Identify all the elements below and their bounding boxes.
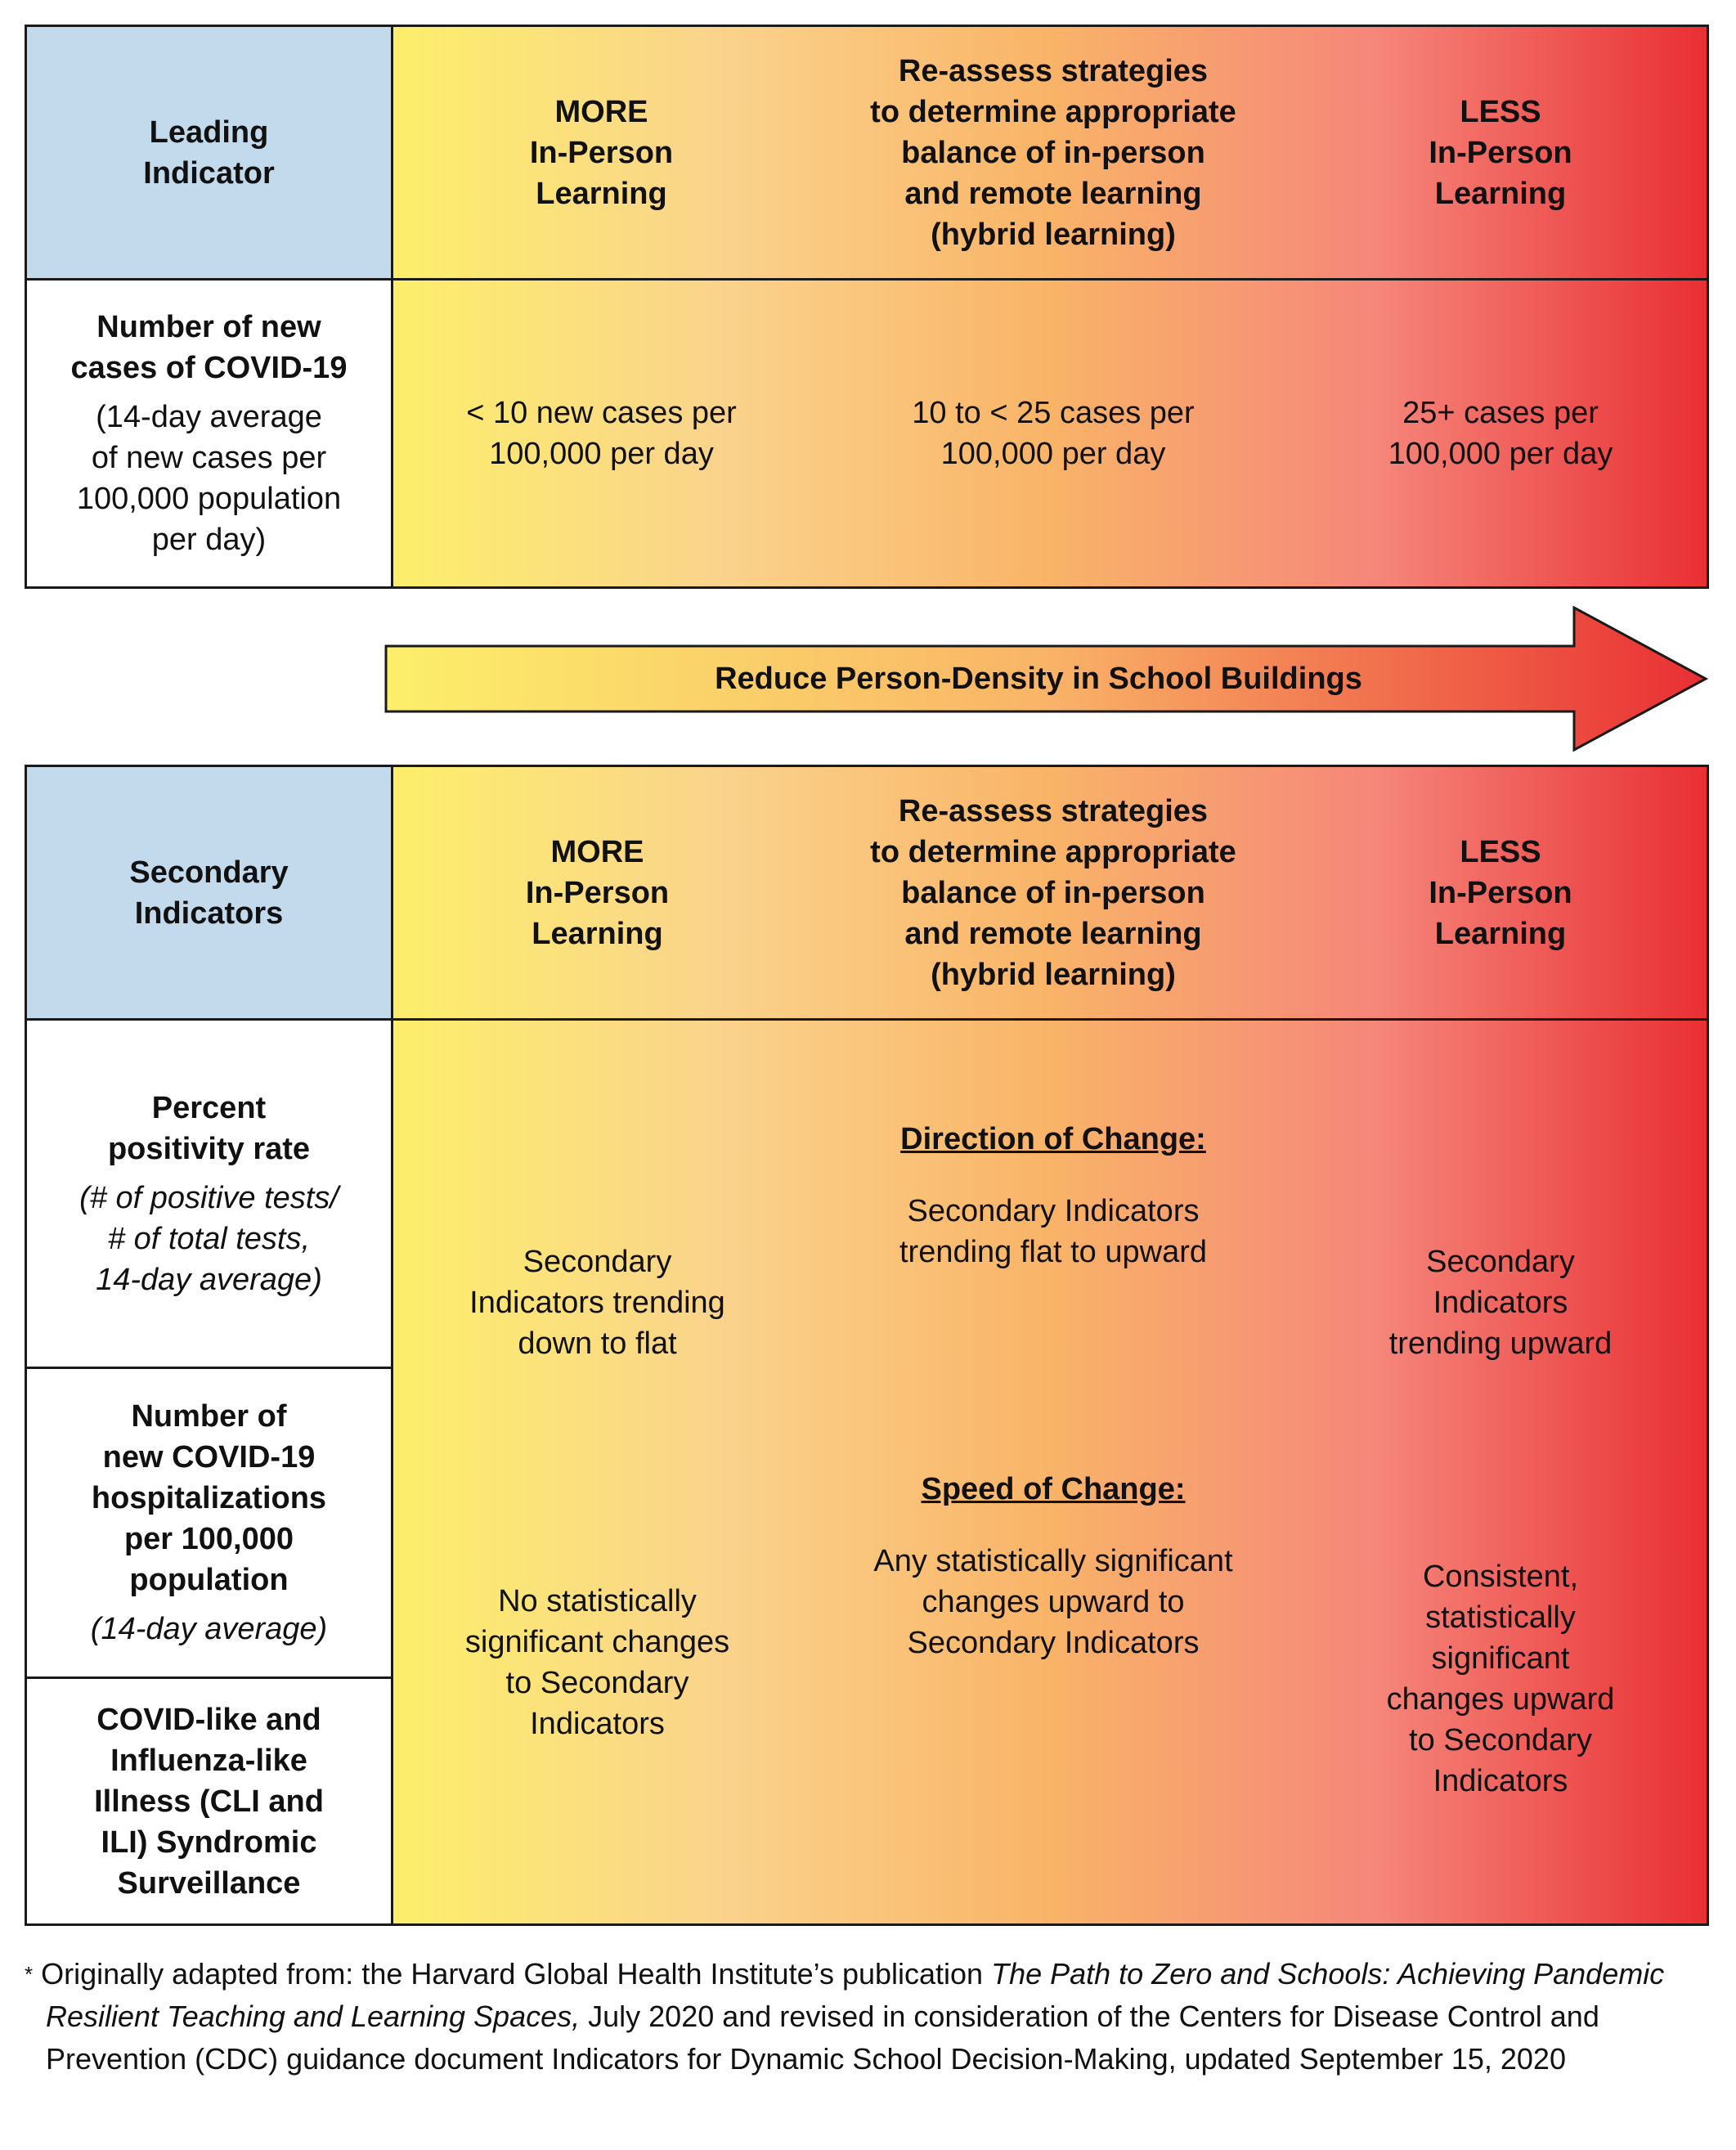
leading-value-less: 25+ cases per 100,000 per day	[1294, 281, 1707, 586]
secondary-col-reassess: Re-assess strategies to determine approp…	[812, 767, 1294, 1018]
leading-col-reassess-text: Re-assess strategies to determine approp…	[870, 53, 1236, 252]
leading-gradient-band	[391, 27, 1707, 586]
speed-heading: Speed of Change:	[921, 1472, 1186, 1506]
leading-value-reassess: 10 to < 25 cases per 100,000 per day	[812, 281, 1294, 586]
direction-more-text: Secondary Indicators trending down to fl…	[469, 1245, 725, 1361]
secondary-row-divider-2	[27, 1676, 391, 1679]
leading-indicator-header-text: Leading Indicator	[143, 114, 275, 191]
leading-col-more: MORE In-Person Learning	[391, 27, 812, 278]
secondary-col-less-text: LESS In-Person Learning	[1429, 834, 1572, 951]
leading-indicator-table: Leading Indicator MORE In-Person Learnin…	[25, 25, 1709, 589]
leading-indicator-label: Number of new cases of COVID-19 (14-day …	[27, 281, 391, 586]
footnote-asterisk: *	[25, 1962, 34, 1986]
density-arrow	[384, 605, 1709, 752]
footnote-prefix: Originally adapted from: the Harvard Glo…	[41, 1957, 992, 1991]
leading-value-less-text: 25+ cases per 100,000 per day	[1388, 396, 1613, 471]
indicator-cli-ili: COVID-like and Influenza-like Illness (C…	[27, 1679, 391, 1923]
secondary-col-less: LESS In-Person Learning	[1294, 767, 1707, 1018]
density-arrow-shape	[384, 605, 1709, 752]
footnote-suffix: July 2020 and revised in consideration o…	[46, 2000, 1599, 2076]
speed-less-text: Consistent, statistically significant ch…	[1386, 1560, 1615, 1798]
leading-col-reassess: Re-assess strategies to determine approp…	[812, 27, 1294, 278]
secondary-col-reassess-text: Re-assess strategies to determine approp…	[870, 793, 1236, 992]
leading-indicator-title: Number of new cases of COVID-19	[70, 310, 348, 385]
speed-reassess: Speed of Change: Any statistically signi…	[812, 1469, 1294, 1714]
direction-more: Secondary Indicators trending down to fl…	[391, 1176, 804, 1430]
secondary-row-divider-1	[27, 1367, 391, 1369]
indicator-cli-ili-title: COVID-like and Influenza-like Illness (C…	[94, 1702, 324, 1901]
leading-col-more-text: MORE In-Person Learning	[529, 94, 674, 211]
footnote-publication-title: The Path to Zero and Schools: Achieving …	[46, 1957, 1665, 2033]
secondary-header-divider	[27, 1018, 1707, 1021]
speed-more-text: No statistically significant changes to …	[464, 1584, 730, 1741]
direction-reassess: Direction of Change: Secondary Indicator…	[812, 1119, 1294, 1364]
indicator-hospitalizations-title: Number of new COVID-19 hospitalizations …	[91, 1399, 327, 1597]
leading-indicator-note: (14-day average of new cases per 100,000…	[76, 400, 342, 557]
secondary-indicators-header: Secondary Indicators	[27, 767, 391, 1018]
indicator-positivity: Percent positivity rate (# of positive t…	[27, 1021, 391, 1367]
indicator-hospitalizations-note: (14-day average)	[90, 1612, 328, 1646]
secondary-column-divider	[391, 767, 393, 1923]
leading-col-less-text: LESS In-Person Learning	[1429, 94, 1572, 211]
direction-less-text: Secondary Indicators trending upward	[1388, 1245, 1613, 1361]
speed-reassess-text: Any statistically significant changes up…	[873, 1544, 1233, 1660]
direction-less: Secondary Indicators trending upward	[1294, 1176, 1707, 1430]
leading-value-more: < 10 new cases per 100,000 per day	[391, 281, 812, 586]
leading-indicator-header: Leading Indicator	[27, 27, 391, 278]
secondary-col-more-text: MORE In-Person Learning	[525, 834, 670, 951]
leading-column-divider	[391, 27, 393, 586]
indicator-positivity-note: (# of positive tests/ # of total tests, …	[79, 1180, 339, 1297]
secondary-indicators-table: Secondary Indicators MORE In-Person Lear…	[25, 765, 1709, 1926]
indicator-positivity-title: Percent positivity rate	[107, 1090, 311, 1166]
leading-col-less: LESS In-Person Learning	[1294, 27, 1707, 278]
secondary-gradient-band	[391, 767, 1707, 1923]
leading-value-more-text: < 10 new cases per 100,000 per day	[466, 396, 737, 471]
indicator-hospitalizations: Number of new COVID-19 hospitalizations …	[27, 1369, 391, 1676]
secondary-indicators-header-text: Secondary Indicators	[129, 855, 289, 931]
leading-row-divider	[27, 278, 1707, 281]
speed-more: No statistically significant changes to …	[391, 1536, 804, 1789]
direction-heading: Direction of Change:	[900, 1122, 1206, 1156]
direction-reassess-text: Secondary Indicators trending flat to up…	[899, 1194, 1207, 1269]
leading-value-reassess-text: 10 to < 25 cases per 100,000 per day	[912, 396, 1195, 471]
secondary-col-more: MORE In-Person Learning	[391, 767, 804, 1018]
source-footnote: * Originally adapted from: the Harvard Gl…	[25, 1953, 1736, 2080]
density-arrow-label: Reduce Person-Density in School Building…	[715, 661, 1362, 696]
speed-less: Consistent, statistically significant ch…	[1294, 1528, 1707, 1830]
